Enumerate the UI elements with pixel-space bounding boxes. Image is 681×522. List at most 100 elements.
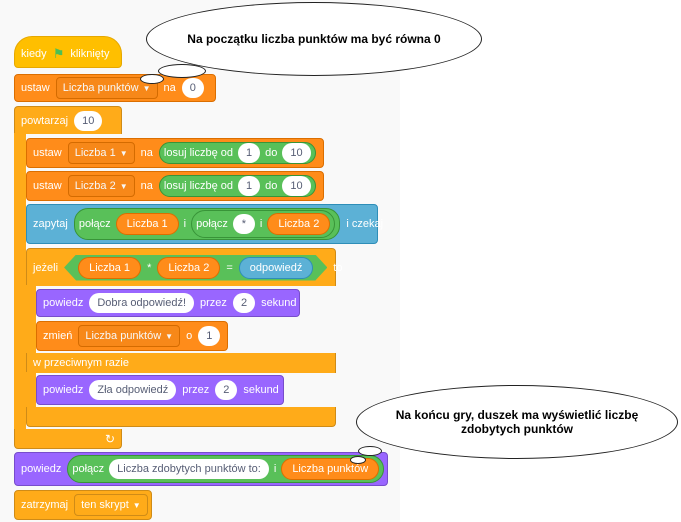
hat-clicked-label: kliknięty: [70, 48, 110, 60]
to-label: na: [163, 82, 176, 94]
comment-tail-dot: [158, 64, 206, 78]
set-label: ustaw: [33, 180, 62, 192]
to-label: na: [140, 180, 153, 192]
random-operator[interactable]: losuj liczbę od 1 do 10: [158, 142, 316, 164]
value-input[interactable]: 0: [181, 78, 204, 98]
loop-arrow-icon: ↻: [104, 431, 115, 446]
change-points-block[interactable]: zmień Liczba punktów ▼ o 1: [36, 321, 228, 351]
set-points-block[interactable]: ustaw Liczba punktów ▼ na 0: [14, 74, 216, 102]
if-label: jeżeli: [33, 261, 59, 274]
repeat-count-input[interactable]: 10: [74, 110, 103, 131]
for-label: przez: [200, 297, 227, 309]
message-input[interactable]: Liczba zdobytych punktów to:: [109, 459, 269, 479]
comment-tail-dot: [350, 456, 366, 464]
join-operator[interactable]: połącz Liczba 1 i połącz * i Liczba 2: [73, 208, 341, 240]
random-operator[interactable]: losuj liczbę od 1 do 10: [158, 175, 316, 197]
message-input[interactable]: Dobra odpowiedź!: [89, 293, 195, 313]
random-from-input[interactable]: 1: [238, 143, 261, 163]
variable-reporter[interactable]: Liczba 2: [267, 213, 331, 235]
seconds-input[interactable]: 2: [232, 293, 256, 313]
range-to-label: do: [265, 180, 278, 192]
repeat-arm: [14, 133, 26, 433]
comment-bottom-text: Na końcu gry, duszek ma wyświetlić liczb…: [395, 408, 639, 436]
if-arm: [26, 285, 36, 355]
variable-dropdown[interactable]: Liczba punktów ▼: [55, 77, 158, 99]
comment-tail-dot: [358, 446, 382, 456]
set-number2-block[interactable]: ustaw Liczba 2 ▼ na losuj liczbę od 1 do…: [26, 171, 324, 201]
comment-bottom[interactable]: Na końcu gry, duszek ma wyświetlić liczb…: [356, 385, 678, 459]
say-label: powiedz: [43, 297, 84, 309]
seconds-input[interactable]: 2: [215, 380, 238, 400]
say-final-block[interactable]: powiedz połącz Liczba zdobytych punktów …: [14, 452, 388, 486]
value-input[interactable]: 1: [198, 326, 221, 346]
and-label: i: [273, 463, 277, 475]
ask-and-wait-block[interactable]: zapytaj połącz Liczba 1 i połącz * i Lic…: [26, 204, 383, 244]
comment-tail-dot: [140, 74, 164, 84]
equals-operator[interactable]: Liczba 1 * Liczba 2 = odpowiedź: [64, 255, 327, 281]
chevron-down-icon: ▼: [142, 83, 151, 93]
and-label: i: [259, 218, 263, 230]
else-label: w przeciwnym razie: [33, 357, 129, 369]
set-number1-block[interactable]: ustaw Liczba 1 ▼ na losuj liczbę od 1 do…: [26, 138, 324, 168]
green-flag-icon: ⚑: [52, 46, 65, 61]
chevron-down-icon: ▼: [119, 148, 128, 158]
repeat-label: powtarzaj: [21, 114, 69, 127]
join-label: połącz: [78, 218, 111, 230]
variable-name: Liczba 2: [74, 180, 116, 192]
join-label: połącz: [72, 463, 105, 475]
else-section: w przeciwnym razie: [26, 353, 336, 373]
repeat-footer: ↻: [14, 429, 122, 449]
ask-label: zapytaj: [33, 218, 68, 230]
answer-reporter[interactable]: odpowiedź: [239, 257, 314, 279]
comment-top[interactable]: Na początku liczba punktów ma być równa …: [146, 2, 482, 76]
variable-reporter[interactable]: Liczba 2: [157, 257, 220, 279]
and-label: i: [183, 218, 187, 230]
set-label: ustaw: [33, 147, 62, 159]
change-label: zmień: [43, 330, 73, 342]
join-operator-inner[interactable]: połącz * i Liczba 2: [191, 210, 336, 238]
hat-when-label: kiedy: [21, 48, 47, 60]
message-input[interactable]: Zła odpowiedź: [89, 380, 177, 400]
repeat-block[interactable]: powtarzaj 10: [14, 106, 122, 134]
variable-name: Liczba punktów: [62, 82, 139, 94]
text-input[interactable]: *: [232, 214, 255, 234]
stop-block[interactable]: zatrzymaj ten skrypt ▼: [14, 490, 152, 520]
random-label: losuj liczbę od: [163, 180, 233, 192]
seconds-label: sekund: [243, 384, 279, 396]
stop-label: zatrzymaj: [21, 499, 69, 511]
variable-dropdown[interactable]: Liczba 1 ▼: [67, 142, 135, 164]
range-to-label: do: [265, 147, 278, 159]
variable-name: Liczba 1: [74, 147, 116, 159]
comment-top-text: Na początku liczba punktów ma być równa …: [187, 32, 441, 46]
random-to-input[interactable]: 10: [282, 176, 311, 196]
then-label: to: [333, 261, 343, 274]
say-label: powiedz: [21, 463, 62, 475]
random-label: losuj liczbę od: [163, 147, 233, 159]
set-label: ustaw: [21, 82, 50, 94]
chevron-down-icon: ▼: [119, 181, 128, 191]
random-to-input[interactable]: 10: [282, 143, 311, 163]
else-arm: [26, 372, 36, 412]
say-label: powiedz: [43, 384, 84, 396]
random-from-input[interactable]: 1: [238, 176, 261, 196]
variable-dropdown[interactable]: Liczba 2 ▼: [67, 175, 135, 197]
seconds-label: sekund: [261, 297, 297, 309]
join-label: połącz: [196, 218, 228, 230]
variable-name: Liczba punktów: [85, 330, 162, 342]
wait-label: i czekaj: [346, 218, 384, 230]
multiply-label: *: [147, 261, 152, 274]
stop-option-dropdown[interactable]: ten skrypt ▼: [74, 494, 148, 516]
stop-option: ten skrypt: [81, 499, 129, 511]
say-correct-block[interactable]: powiedz Dobra odpowiedź! przez 2 sekund: [36, 289, 300, 317]
variable-reporter[interactable]: Liczba 1: [78, 257, 141, 279]
by-label: o: [186, 330, 193, 342]
equals-label: =: [226, 261, 233, 274]
say-wrong-block[interactable]: powiedz Zła odpowiedź przez 2 sekund: [36, 375, 284, 405]
for-label: przez: [182, 384, 210, 396]
when-flag-clicked-block[interactable]: kiedy ⚑ kliknięty: [14, 36, 122, 68]
variable-reporter[interactable]: Liczba 1: [115, 213, 179, 235]
chevron-down-icon: ▼: [165, 331, 174, 341]
join-operator[interactable]: połącz Liczba zdobytych punktów to: i Li…: [67, 455, 385, 483]
if-else-block[interactable]: jeżeli Liczba 1 * Liczba 2 = odpowiedź t…: [26, 248, 343, 286]
variable-dropdown[interactable]: Liczba punktów ▼: [78, 325, 181, 347]
